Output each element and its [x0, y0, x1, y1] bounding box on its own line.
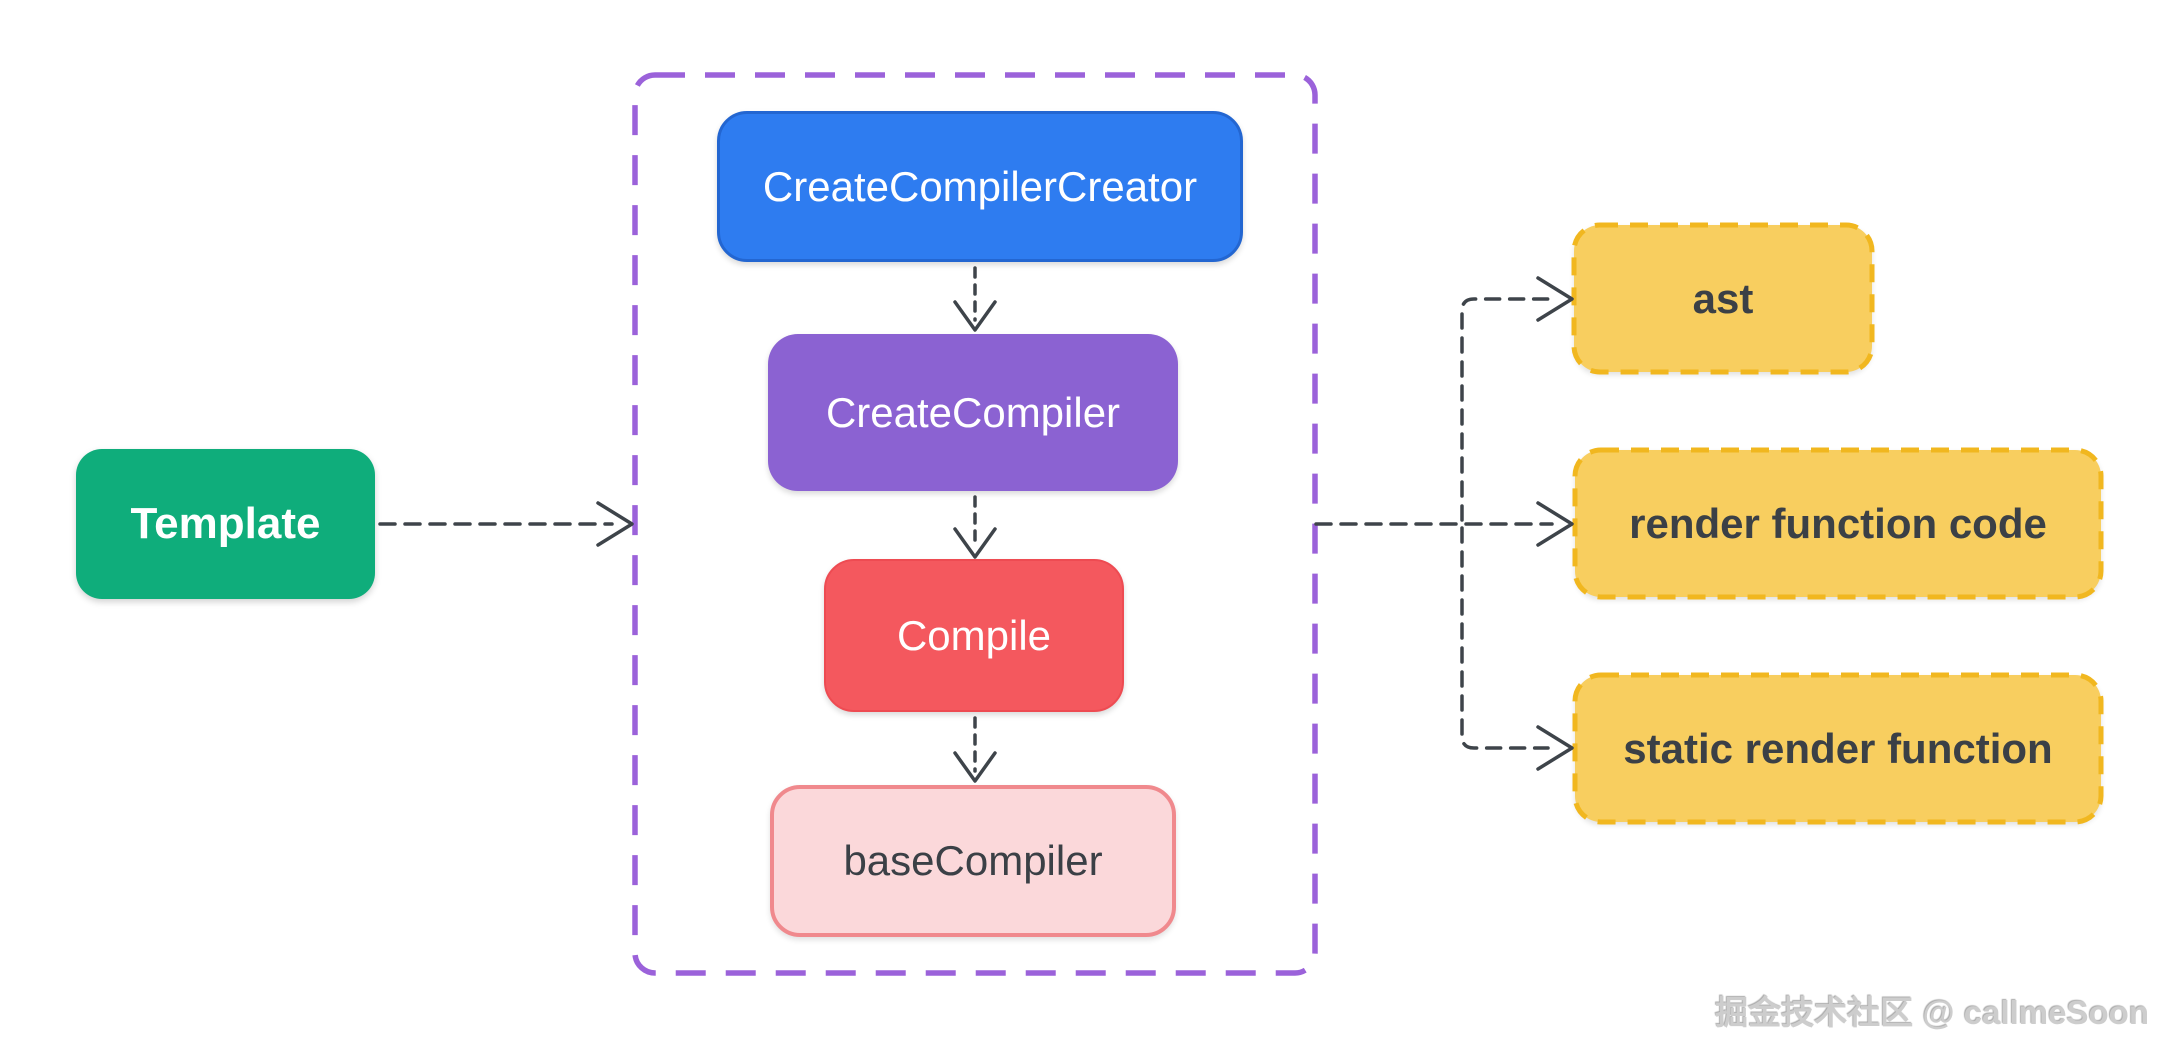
- node-output-render-function-code: render function code: [1575, 450, 2101, 597]
- node-template: Template: [76, 449, 375, 599]
- arrow-branch-to-static-render-function: [1460, 526, 1550, 750]
- node-base-compiler: baseCompiler: [770, 785, 1176, 937]
- arrowhead-ast: [1536, 276, 1574, 322]
- node-output-static-render-function: static render function: [1575, 675, 2101, 822]
- arrowhead-template-to-pipeline: [596, 501, 634, 547]
- node-compile: Compile: [824, 559, 1124, 712]
- watermark: 掘金技术社区 @ callmeSoon: [1715, 994, 2149, 1031]
- arrow-branch-to-ast: [1460, 297, 1550, 522]
- node-output-ast: ast: [1574, 225, 1872, 372]
- arrowhead-create-compiler: [953, 300, 997, 332]
- arrowhead-static-render-function: [1536, 725, 1574, 771]
- node-create-compiler-creator: CreateCompilerCreator: [717, 111, 1243, 262]
- node-create-compiler: CreateCompiler: [768, 334, 1178, 491]
- arrowhead-compile: [953, 527, 997, 559]
- arrowhead-base-compiler: [953, 751, 997, 783]
- arrowhead-render-function-code: [1536, 501, 1574, 547]
